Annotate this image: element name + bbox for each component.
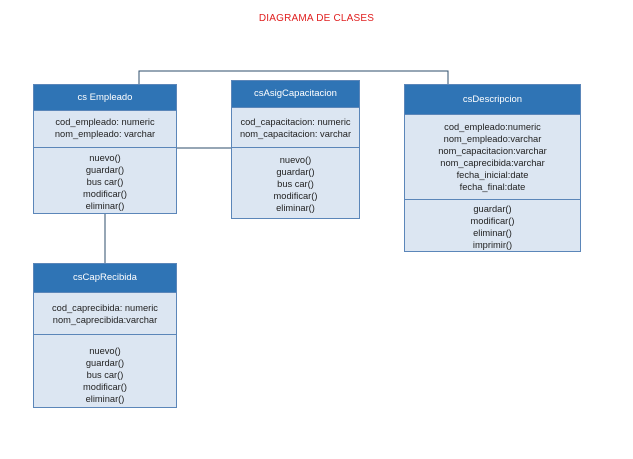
method: eliminar() <box>473 228 512 238</box>
methods-empleado: nuevo() guardar() bus car() modificar() … <box>34 148 176 212</box>
method: modificar() <box>470 216 515 226</box>
class-name-empleado: cs Empleado <box>34 85 176 111</box>
method: guardar() <box>473 204 512 214</box>
attributes-descripcion: cod_empleado:numeric nom_empleado:varcha… <box>405 115 580 200</box>
methods-asig-capacitacion: nuevo() guardar() bus car() modificar() … <box>232 148 359 214</box>
method: modificar() <box>83 382 127 392</box>
method: imprimir() <box>472 240 513 250</box>
attribute: nom_capacitacion:varchar <box>438 146 547 156</box>
method: nuevo() <box>89 153 121 163</box>
attribute: cod_empleado:numeric <box>444 122 541 132</box>
method: modificar() <box>273 191 318 201</box>
method: nuevo() <box>89 346 121 356</box>
class-name-descripcion: csDescripcion <box>405 85 580 115</box>
method: guardar() <box>276 167 315 177</box>
class-name-cap-recibida: csCapRecibida <box>34 264 176 293</box>
attribute: cod_caprecibida: numeric <box>52 303 158 313</box>
attributes-empleado: cod_empleado: numeric nom_empleado: varc… <box>34 111 176 148</box>
class-box-empleado[interactable]: cs Empleado cod_empleado: numeric nom_em… <box>33 84 177 214</box>
attribute: cod_empleado: numeric <box>55 117 155 127</box>
attribute: nom_capacitacion: varchar <box>239 129 352 139</box>
method: bus car() <box>86 177 124 187</box>
attributes-cap-recibida: cod_caprecibida: numeric nom_caprecibida… <box>34 293 176 335</box>
class-name-asig-capacitacion: csAsigCapacitacion <box>232 81 359 108</box>
method: bus car() <box>86 370 124 380</box>
class-box-cap-recibida[interactable]: csCapRecibida cod_caprecibida: numeric n… <box>33 263 177 408</box>
attribute: fecha_final:date <box>459 182 526 192</box>
method: eliminar() <box>85 201 125 211</box>
diagram-title: DIAGRAMA DE CLASES <box>258 13 375 24</box>
attributes-asig-capacitacion: cod_capacitacion: numeric nom_capacitaci… <box>232 108 359 148</box>
attribute: nom_caprecibida:varchar <box>440 158 545 168</box>
method: guardar() <box>85 358 125 368</box>
attribute: cod_capacitacion: numeric <box>240 117 351 127</box>
method: eliminar() <box>276 203 315 213</box>
method: modificar() <box>83 189 127 199</box>
attribute: nom_empleado:varchar <box>443 134 542 144</box>
method: guardar() <box>85 165 125 175</box>
class-box-asig-capacitacion[interactable]: csAsigCapacitacion cod_capacitacion: num… <box>231 80 360 219</box>
method: bus car() <box>277 179 314 189</box>
methods-cap-recibida: nuevo() guardar() bus car() modificar() … <box>34 335 176 405</box>
methods-descripcion: guardar() modificar() eliminar() imprimi… <box>405 200 580 251</box>
connector-empleado-descripcion <box>138 70 449 84</box>
attribute: nom_caprecibida:varchar <box>52 315 158 325</box>
attribute: fecha_inicial:date <box>456 170 529 180</box>
method: nuevo() <box>279 155 312 165</box>
method: eliminar() <box>85 394 125 404</box>
class-box-descripcion[interactable]: csDescripcion cod_empleado:numeric nom_e… <box>404 84 581 252</box>
attribute: nom_empleado: varchar <box>54 129 156 139</box>
